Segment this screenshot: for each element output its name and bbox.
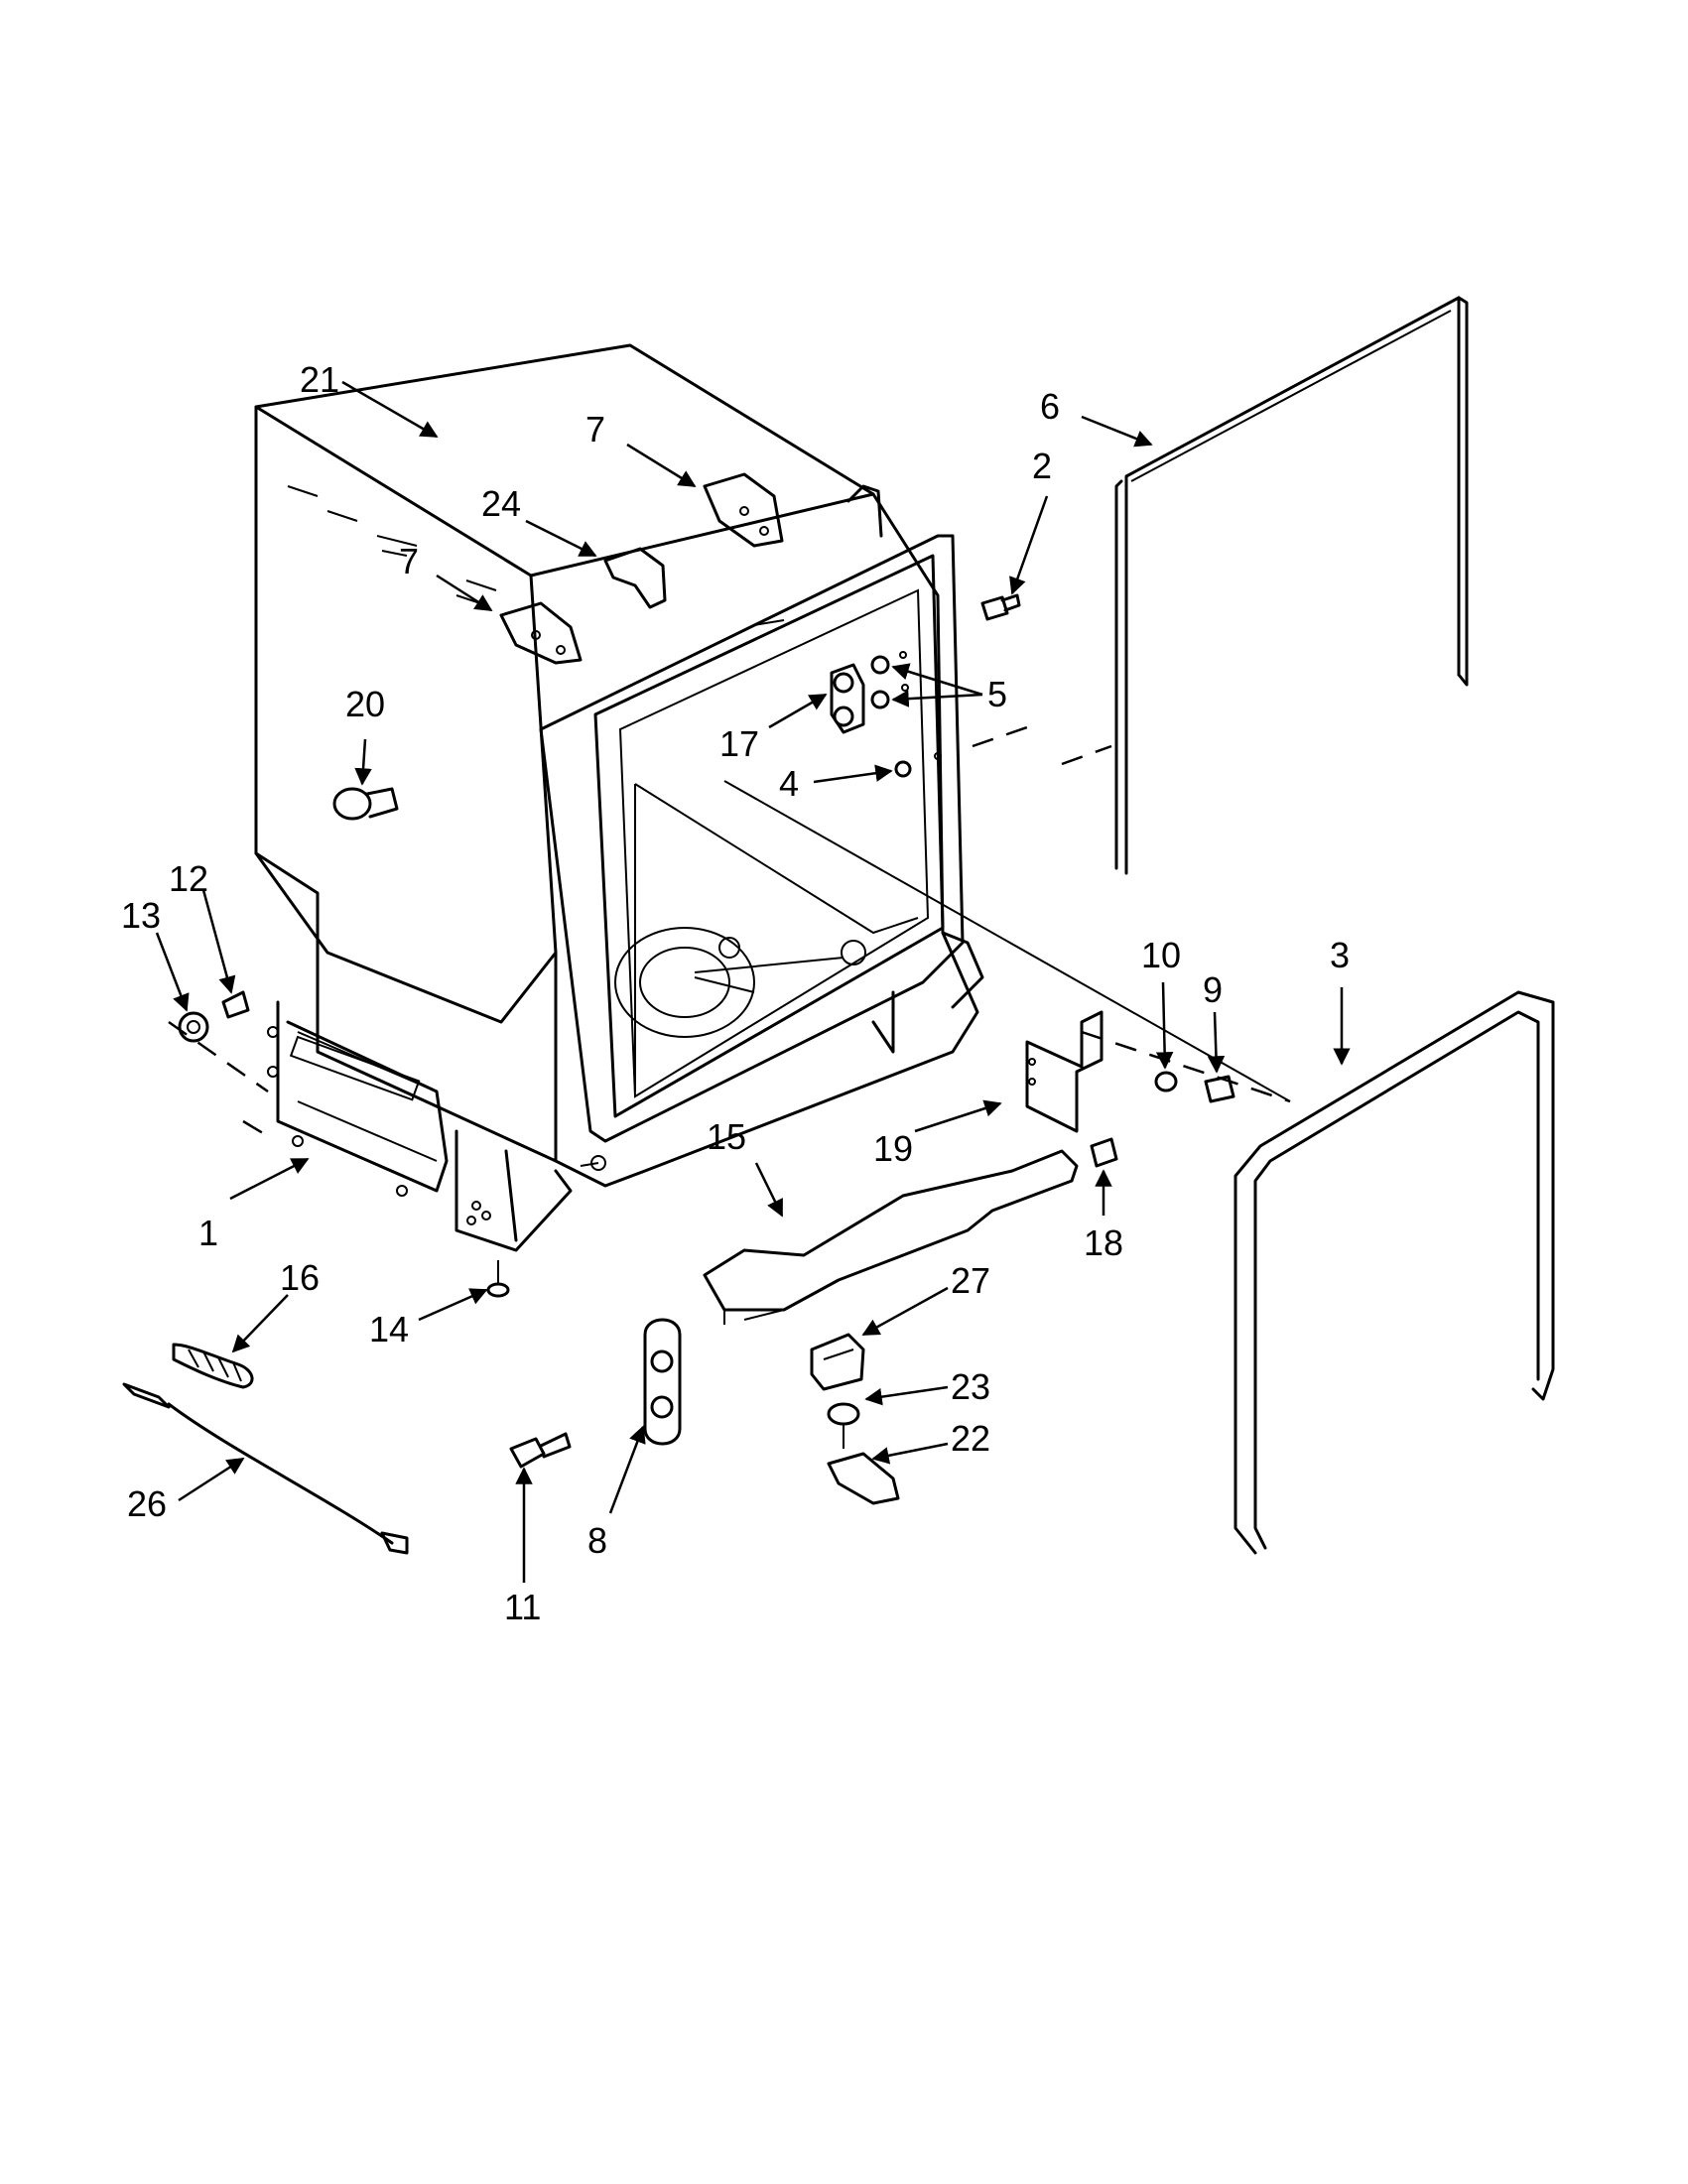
side-gasket-6 xyxy=(1114,296,1469,875)
callout-24: 24 xyxy=(481,483,521,524)
washers-5 xyxy=(870,651,909,709)
screw-18 xyxy=(1090,1137,1118,1168)
callout-22: 22 xyxy=(951,1418,990,1459)
thermostat-23 xyxy=(827,1402,860,1449)
callout-19: 19 xyxy=(873,1128,913,1169)
callout-4: 4 xyxy=(779,763,799,804)
hinge-bracket-lower xyxy=(499,601,583,665)
callout-1: 1 xyxy=(198,1213,218,1253)
guide-17 xyxy=(830,663,865,734)
callout-14: 14 xyxy=(369,1309,409,1349)
callout-21: 21 xyxy=(300,359,339,400)
door-gasket-3 xyxy=(1234,990,1555,1555)
clip-24 xyxy=(603,547,667,609)
bracket-19 xyxy=(1025,1010,1104,1133)
callout-27: 27 xyxy=(951,1260,990,1301)
callout-labels: 21 7 24 7 20 6 2 5 17 4 13 12 10 9 3 15 … xyxy=(121,359,1350,1627)
callout-12: 12 xyxy=(169,858,208,899)
callout-13: 13 xyxy=(121,895,161,936)
callout-16: 16 xyxy=(280,1257,320,1298)
alignment-lines xyxy=(168,725,1291,1138)
callout-2: 2 xyxy=(1032,446,1052,486)
callout-11: 11 xyxy=(504,1587,541,1627)
bracket-22 xyxy=(827,1452,900,1505)
callout-9: 9 xyxy=(1203,969,1223,1010)
wheel-8 xyxy=(643,1318,682,1446)
spring-16 xyxy=(172,1343,254,1389)
nut-13 xyxy=(178,1011,209,1043)
screw-12 xyxy=(221,990,250,1019)
callout-17: 17 xyxy=(719,723,759,764)
callout-20: 20 xyxy=(345,684,385,724)
hinge-bracket-upper xyxy=(703,472,784,548)
bumper-4 xyxy=(894,752,942,778)
callout-26: 26 xyxy=(127,1483,167,1524)
plate-15 xyxy=(703,1149,1079,1325)
callout-10: 10 xyxy=(1141,935,1181,975)
callout-5: 5 xyxy=(987,674,1007,714)
washer-10 xyxy=(1154,1071,1178,1092)
callout-8: 8 xyxy=(587,1520,607,1561)
plug-20 xyxy=(332,787,399,821)
leg-14 xyxy=(486,1260,510,1298)
callout-7: 7 xyxy=(399,541,419,581)
switch-27 xyxy=(810,1333,865,1391)
callout-23: 23 xyxy=(951,1366,990,1407)
leader-arrows xyxy=(155,380,1351,1583)
callout-15: 15 xyxy=(707,1116,746,1157)
tub-assembly xyxy=(254,343,984,1252)
callout-3: 3 xyxy=(1330,935,1350,975)
cable-26 xyxy=(122,1382,409,1555)
screw-2 xyxy=(980,593,1021,621)
screw-11 xyxy=(509,1432,572,1469)
callout-7: 7 xyxy=(585,409,605,450)
callout-6: 6 xyxy=(1040,386,1060,427)
callout-18: 18 xyxy=(1084,1222,1123,1263)
